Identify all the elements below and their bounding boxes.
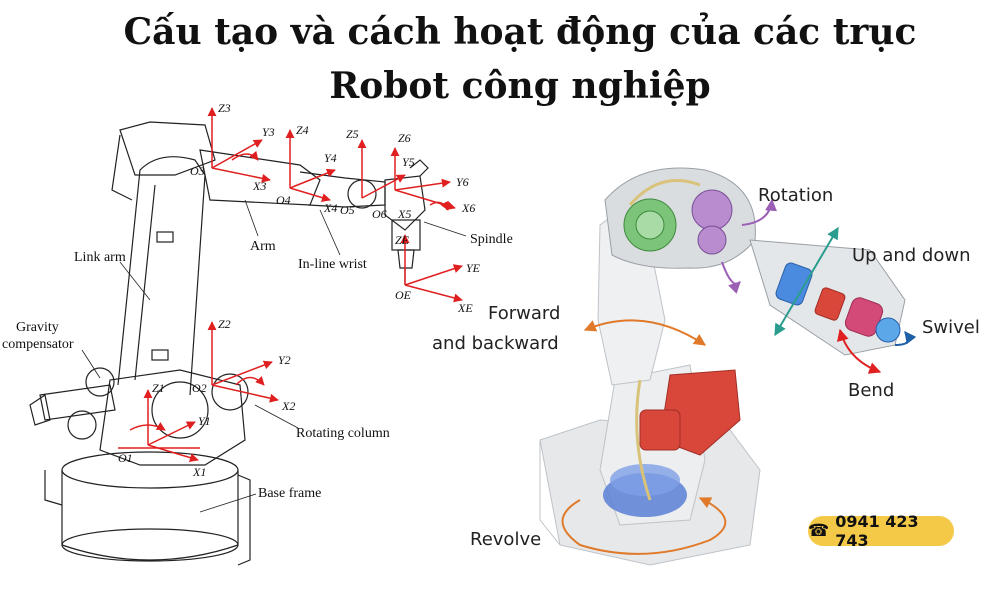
phone-badge[interactable]: ☎ 0941 423 743 [808,512,954,550]
line-art-robot [29,121,429,566]
coordinate-frames [118,107,463,462]
axis-x4: X4 [323,201,337,215]
label-inline-wrist: In-line wrist [298,257,367,272]
axis-x1: X1 [192,465,206,479]
axis-ze: ZE [395,233,410,247]
axis-y6: Y6 [456,175,469,189]
axis-z2: Z2 [218,317,231,331]
axis-z5: Z5 [346,127,359,141]
label-rotating-column: Rotating column [296,426,390,441]
motion-arrows [561,198,917,555]
axis-x5: X5 [397,207,411,221]
label-base-frame: Base frame [258,486,321,501]
axis-z3: Z3 [218,101,231,115]
phone-number: 0941 423 743 [835,512,919,550]
phone-icon: ☎ [808,521,830,541]
axis-x3: X3 [252,179,266,193]
cutaway-robot [539,167,906,566]
axis-o4: O4 [276,193,291,207]
axis-y5: Y5 [402,155,415,169]
axis-y2: Y2 [278,353,291,367]
label-swivel: Swivel [922,317,980,338]
axis-z4: Z4 [296,123,309,137]
axis-y4: Y4 [324,151,337,165]
page-title-line-1: Cấu tạo và cách hoạt động của các trục [123,11,917,53]
label-and-backward: and backward [432,333,559,354]
motion-labels: Rotation Up and down Swivel Bend Forward… [432,185,980,550]
label-revolve: Revolve [470,529,541,550]
axis-o5: O5 [340,203,355,217]
axis-z1: Z1 [152,381,165,395]
axis-o2: O2 [192,381,207,395]
label-arm: Arm [250,239,276,254]
part-labels: Link arm Gravity compensator Arm In-line… [2,199,513,513]
axis-o6: O6 [372,207,387,221]
label-forward: Forward [488,303,560,324]
axis-x2: X2 [281,399,295,413]
axis-ye: YE [466,261,481,275]
axis-oe: OE [395,288,412,302]
page-title-line-2: Robot công nghiệp [329,65,711,107]
axis-z6: Z6 [398,131,411,145]
axis-y3: Y3 [262,125,275,139]
axis-o1: O1 [118,451,133,465]
label-bend: Bend [848,380,894,401]
axis-xe: XE [457,301,473,315]
label-link-arm: Link arm [74,250,126,265]
axis-x6: X6 [461,201,475,215]
axis-y1: Y1 [198,414,211,428]
axis-labels: Z3 Y3 Z4 Z5 Z6 O3 X3 Y4 Y5 Y6 O4 X4 O5 O… [118,101,481,479]
label-compensator: compensator [2,337,74,352]
label-up-and-down: Up and down [852,245,970,266]
label-rotation: Rotation [758,185,833,206]
label-gravity: Gravity [16,320,59,335]
axis-o3: O3 [190,164,205,178]
label-spindle: Spindle [470,232,513,247]
